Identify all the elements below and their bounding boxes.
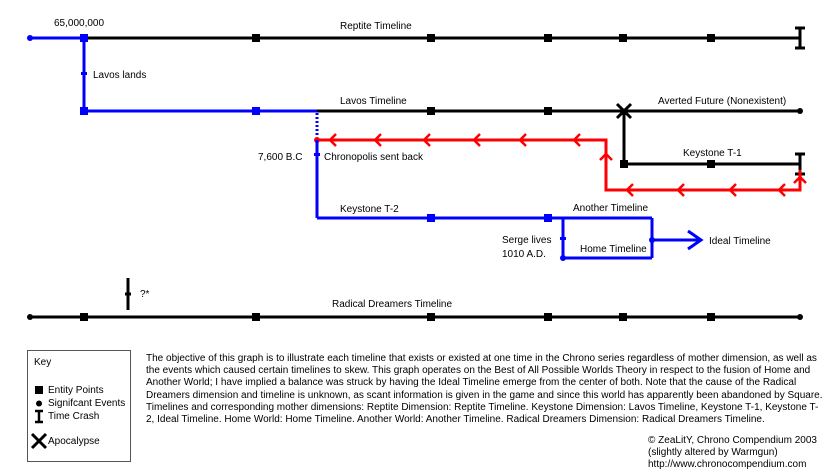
credit-url: http://www.chronocompendium.com (648, 459, 807, 471)
apocalypse-icon (30, 432, 48, 450)
entity-point (544, 214, 552, 222)
entity-point (80, 107, 88, 115)
key-label: Signifcant Events (48, 398, 126, 409)
time-crash-icon (32, 409, 46, 424)
label-home-timeline: Home Timeline (580, 244, 647, 255)
label-1010ad: 1010 A.D. (502, 249, 546, 260)
entity-point (620, 160, 628, 168)
credits: © ZeaLitY, Chrono Compendium 2003 (sligh… (648, 435, 817, 472)
event-tick (560, 237, 566, 240)
label-lavos-lands: Lavos lands (93, 70, 146, 81)
entity-point (619, 34, 627, 42)
entity-point (619, 313, 627, 321)
entity-point (252, 34, 260, 42)
entity-point (252, 313, 260, 321)
label-serge-lives: Serge lives (502, 235, 551, 246)
label-ideal-timeline: Ideal Timeline (709, 236, 771, 247)
reptile-origin-dot (27, 35, 33, 41)
entity-point (544, 34, 552, 42)
event-tick (81, 72, 87, 75)
entity-point (80, 313, 88, 321)
event-tick (314, 153, 320, 156)
entity-point (427, 34, 435, 42)
description-text: The objective of this graph is to illust… (146, 353, 823, 426)
key-label: Entity Points (48, 385, 104, 396)
credit-line: © ZeaLitY, Chrono Compendium 2003 (648, 435, 817, 446)
event-dot (797, 314, 803, 320)
time-crash-icon (125, 278, 131, 310)
label-7600bc: 7,600 B.C (258, 152, 302, 163)
label-lavos-timeline: Lavos Timeline (340, 96, 407, 107)
key-legend: Key Entity Points Signifcant Events Time… (27, 350, 131, 462)
time-crash-icon (795, 26, 805, 50)
label-averted-future: Averted Future (Nonexistent) (658, 96, 786, 107)
label-keystone-t2: Keystone T-2 (340, 204, 399, 215)
label-65000000: 65,000,000 (54, 18, 104, 29)
chronopolis-path (317, 138, 802, 192)
entity-point (427, 313, 435, 321)
credit-line: (slightly altered by Warmgun) (648, 447, 778, 459)
key-item-entity-points: Entity Points (32, 384, 104, 397)
entity-point (707, 313, 715, 321)
key-item-apocalypse: Apocalypse (30, 432, 100, 450)
label-keystone-t1: Keystone T-1 (683, 148, 742, 159)
entity-point (707, 160, 715, 168)
label-chronopolis-sent-back: Chronopolis sent back (324, 152, 424, 163)
label-radical-dreamers-timeline: Radical Dreamers Timeline (332, 299, 452, 310)
key-title: Key (34, 357, 52, 368)
entity-point (544, 313, 552, 321)
ideal-arrowhead (687, 229, 704, 251)
entity-point (427, 214, 435, 222)
label-reptile-timeline: Reptite Timeline (340, 21, 412, 32)
key-item-time-crash: Time Crash (32, 409, 100, 424)
entity-point (252, 107, 260, 115)
red-arrow-chevrons (328, 133, 807, 197)
dot-icon (32, 397, 46, 410)
label-unknown-marker: ?* (140, 289, 150, 300)
event-dot (27, 314, 33, 320)
entity-point (707, 34, 715, 42)
key-label: Apocalypse (48, 436, 100, 447)
square-icon (32, 384, 46, 397)
event-dot (797, 108, 803, 114)
key-item-significant-events: Signifcant Events (32, 397, 125, 410)
entity-point (544, 107, 552, 115)
entity-point (427, 107, 435, 115)
key-label: Time Crash (48, 411, 100, 422)
label-another-timeline: Another Timeline (573, 203, 648, 214)
